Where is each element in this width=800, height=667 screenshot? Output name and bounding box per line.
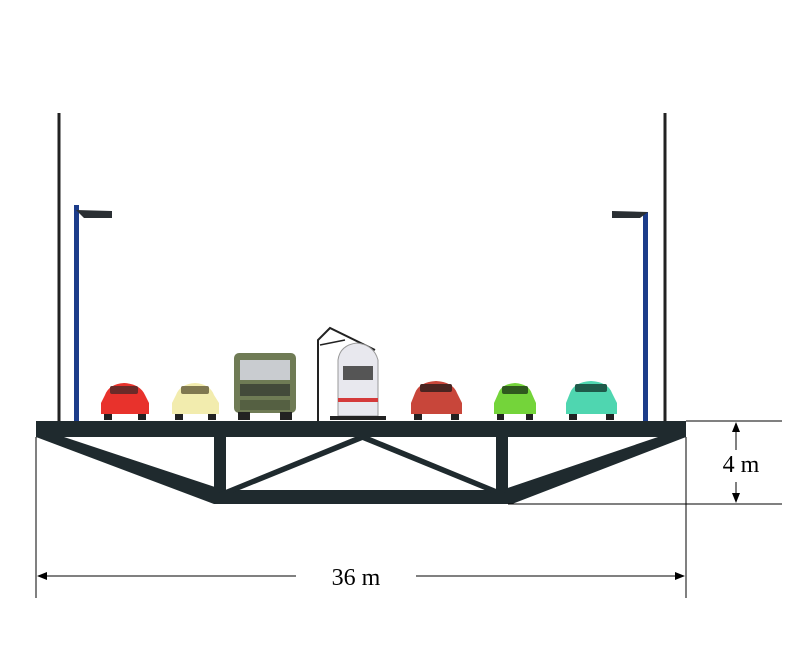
width-dimension-label: 36 m [332,565,381,591]
right-sloped-chord [496,437,686,504]
bus [234,353,296,420]
left-street-lamp [74,205,112,421]
yellow-car [172,383,219,420]
right-street-lamp [612,211,648,421]
height-dimension-label: 4 m [723,452,760,478]
left-sloped-chord [36,437,230,504]
bridge-deck [36,421,686,437]
dark-red-car [411,381,462,420]
height-dimension: 4 m [508,420,782,505]
turquoise-car [566,381,617,420]
width-dimension: 36 m [35,437,687,598]
tram [317,326,386,421]
red-car [101,383,149,420]
right-vertical-post [496,437,508,492]
right-diagonal-brace [355,437,506,493]
left-diagonal-brace [218,437,370,493]
left-vertical-post [214,437,226,492]
bridge-truss-structure [36,421,686,504]
bottom-chord [214,490,512,504]
green-car [494,383,536,420]
